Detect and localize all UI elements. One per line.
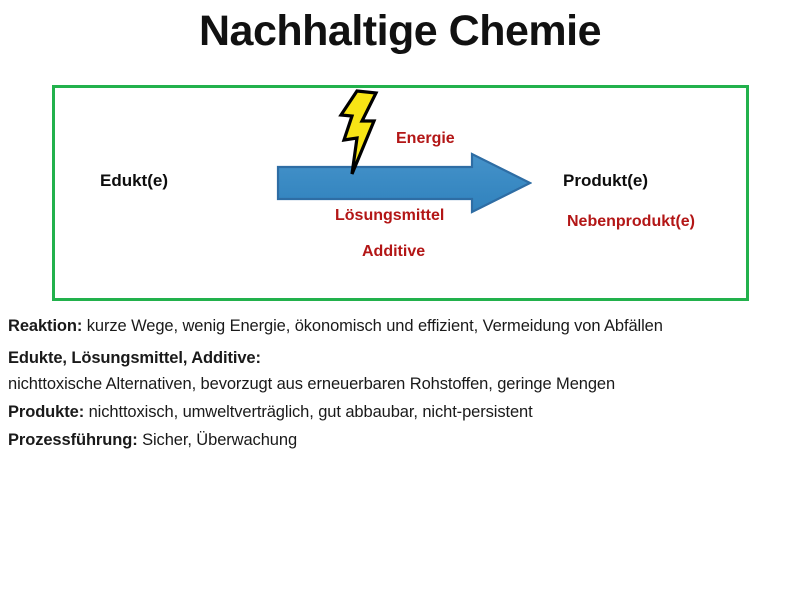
note-line: Prozessführung: Sicher, Überwachung [8,432,794,449]
lightning-bolt-icon [338,89,379,175]
notes-block: Reaktion: kurze Wege, wenig Energie, öko… [8,318,794,449]
page-title: Nachhaltige Chemie [199,7,602,55]
note-line: Produkte: nichttoxisch, umweltverträglic… [8,402,794,421]
note-line: nichttoxische Alternativen, bevorzugt au… [8,376,794,393]
note-lead: Produkte: [8,402,85,421]
note-body: nichttoxische Alternativen, bevorzugt au… [8,375,616,393]
right-block-arrow-icon [276,152,532,214]
note-body: Sicher, Überwachung [137,431,298,449]
note-body: kurze Wege, wenig Energie, ökonomisch un… [82,317,663,335]
label-additives: Additive [362,243,426,260]
note-body: nichttoxisch, umweltverträglich, gut abb… [84,402,533,421]
label-solvent: Lösungsmittel [335,207,445,224]
label-byproducts: Nebenprodukt(e) [567,213,695,230]
label-educts: Edukt(e) [100,171,168,190]
note-line: Edukte, Lösungsmittel, Additive: [8,348,794,367]
note-lead: Reaktion: [8,317,83,335]
note-lead: Edukte, Lösungsmittel, Additive: [8,348,261,367]
label-products: Produkt(e) [563,171,648,190]
note-lead: Prozessführung: [8,431,138,449]
note-line: Reaktion: kurze Wege, wenig Energie, öko… [8,318,794,335]
label-energy: Energie [396,130,455,147]
